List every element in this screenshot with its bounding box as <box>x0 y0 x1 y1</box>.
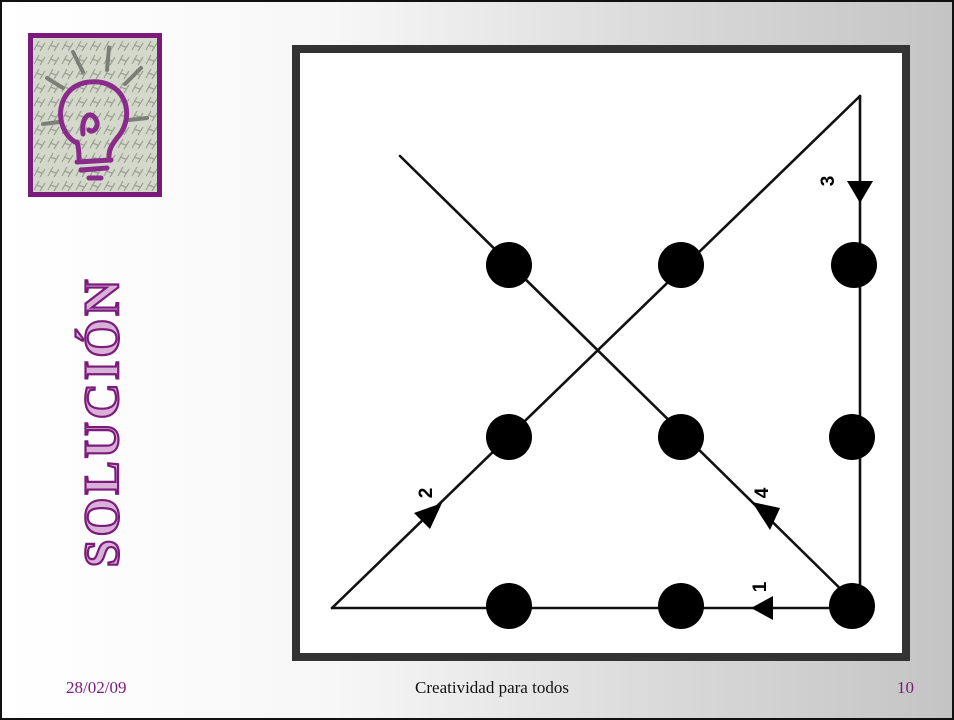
slide-title-text: SOLUCIÓN <box>73 277 129 568</box>
footer-center-text: Creatividad para todos <box>415 678 569 697</box>
arrow-step-3-icon <box>847 181 873 203</box>
dot <box>486 583 532 629</box>
dot-grid <box>486 242 877 629</box>
nine-dot-puzzle-diagram: 1 2 3 4 <box>292 45 910 661</box>
footer-date: 28/02/09 <box>66 678 127 697</box>
solution-path <box>330 94 862 610</box>
slide-title: SOLUCIÓN <box>50 252 150 592</box>
lightbulb-logo-icon <box>28 33 162 197</box>
arrow-step-2-icon <box>414 503 442 529</box>
step-label-3: 3 <box>818 176 839 187</box>
path-line-4 <box>398 154 862 610</box>
dot <box>829 583 875 629</box>
step-label-1: 1 <box>750 581 771 592</box>
dot <box>831 242 877 288</box>
dot <box>658 414 704 460</box>
dot <box>658 583 704 629</box>
dot <box>486 242 532 288</box>
arrow-step-1-icon <box>751 596 773 620</box>
arrow-step-4-icon <box>752 502 780 530</box>
dot <box>486 414 532 460</box>
step-label-4: 4 <box>752 487 773 498</box>
footer-page-number: 10 <box>897 678 914 697</box>
step-label-2: 2 <box>416 488 437 499</box>
dot <box>829 414 875 460</box>
path-line-2 <box>330 94 862 610</box>
dot <box>658 242 704 288</box>
